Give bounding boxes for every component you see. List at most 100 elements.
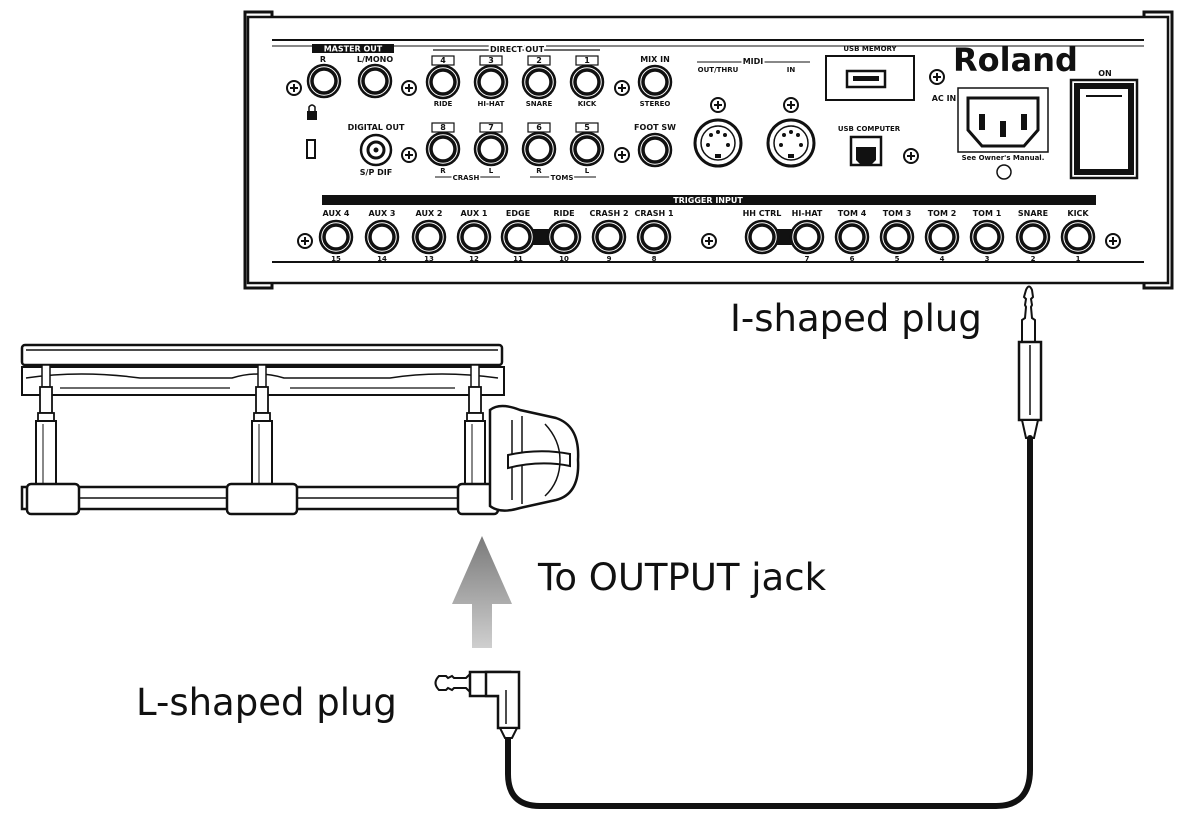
trigger-input-jack	[591, 219, 627, 255]
trigger-input-number: 9	[607, 255, 612, 263]
trigger-input-name: TOM 4	[838, 209, 867, 218]
trigger-input-name: TOM 3	[883, 209, 912, 218]
trigger-input-jack	[456, 219, 492, 255]
direct-out-number: 1	[584, 56, 590, 65]
trigger-input-jack	[834, 219, 870, 255]
trigger-input-name: HI-HAT	[792, 209, 823, 218]
direct-out-jack	[425, 131, 461, 167]
ac-in-label: AC IN	[932, 94, 957, 103]
direct-out-jack	[425, 64, 461, 100]
trigger-input-name: CRASH 1	[634, 209, 673, 218]
foot-sw-label: FOOT SW	[634, 123, 676, 132]
usb-memory-label: USB MEMORY	[843, 45, 897, 53]
trigger-input-number: 15	[331, 255, 341, 263]
brand-logo: Roland	[953, 41, 1078, 79]
foot-sw-jack	[637, 132, 673, 168]
direct-out-number: 8	[440, 123, 446, 132]
direct-out-name: SNARE	[526, 100, 553, 108]
direct-out-label: DIRECT OUT	[490, 45, 545, 54]
direction-arrow	[452, 536, 512, 648]
pad-mount-post	[251, 364, 273, 488]
screw-icon	[701, 233, 717, 249]
direct-out-number: 7	[488, 123, 494, 132]
l-plug-callout: L-shaped plug	[136, 681, 397, 724]
screw-icon	[614, 147, 630, 163]
trigger-input-number: 12	[469, 255, 479, 263]
direct-out-name: RIDE	[434, 100, 453, 108]
trigger-input-name: HH CTRL	[743, 209, 782, 218]
trigger-input-name: AUX 4	[323, 209, 350, 218]
direct-out-number: 3	[488, 56, 494, 65]
toms-group-label: TOMS	[551, 174, 574, 182]
panel-screws	[286, 69, 1121, 249]
trigger-input-number: 13	[424, 255, 434, 263]
trigger-input-jack	[636, 219, 672, 255]
direct-out-name: HI-HAT	[478, 100, 505, 108]
screw-icon	[286, 80, 302, 96]
trigger-input-jack	[364, 219, 400, 255]
direct-out-jack	[521, 64, 557, 100]
midi-out-connector	[693, 118, 743, 168]
output-jack-callout: To OUTPUT jack	[537, 556, 827, 599]
trigger-input-number: 10	[559, 255, 569, 263]
direct-out-jack	[521, 131, 557, 167]
trigger-input-number: 8	[652, 255, 657, 263]
sound-module: MASTER OUT R L/MONO DIRECT OUT DIGITAL O…	[243, 10, 1174, 290]
master-out-l-label: L/MONO	[357, 55, 393, 64]
screw-icon	[903, 148, 919, 164]
master-out-l-jack	[357, 63, 393, 99]
digital-out-label: DIGITAL OUT	[348, 123, 405, 132]
crash-group-label: CRASH	[453, 174, 480, 182]
master-out-label: MASTER OUT	[324, 45, 383, 54]
trigger-input-name: AUX 1	[461, 209, 488, 218]
trigger-input-name: RIDE	[553, 209, 574, 218]
mix-in-label: MIX IN	[640, 55, 670, 64]
direct-out-side: L	[585, 167, 590, 175]
i-shaped-plug	[1017, 285, 1043, 439]
direct-out-number: 5	[584, 123, 590, 132]
mix-in-jack	[637, 64, 673, 100]
screw-icon	[614, 80, 630, 96]
trigger-input-number: 1	[1076, 255, 1081, 263]
direct-out-number: 4	[440, 56, 446, 65]
power-on-label: ON	[1098, 69, 1112, 78]
screw-icon	[710, 97, 726, 113]
trigger-input-jack	[1060, 219, 1096, 255]
trigger-input-jack	[500, 219, 536, 255]
spdif-label: S/P DIF	[360, 168, 392, 177]
trigger-input-name: EDGE	[506, 209, 530, 218]
midi-label: MIDI	[743, 57, 764, 66]
direct-out-side: L	[489, 167, 494, 175]
trigger-input-jack	[924, 219, 960, 255]
trigger-input-number: 3	[985, 255, 990, 263]
midi-out-thru-label: OUT/THRU	[698, 66, 739, 74]
trigger-pad	[20, 343, 580, 516]
cable	[505, 435, 1033, 809]
screw-icon	[297, 233, 313, 249]
screw-icon	[929, 69, 945, 85]
master-out-r-jack	[306, 63, 342, 99]
trigger-input-jack	[969, 219, 1005, 255]
pad-mount-post	[464, 364, 486, 488]
trigger-input-jack	[1015, 219, 1051, 255]
trigger-input-number: 4	[940, 255, 945, 263]
direct-out-jack	[569, 64, 605, 100]
direct-out-number: 2	[536, 56, 542, 65]
trigger-input-jack	[744, 219, 780, 255]
security-slot	[306, 139, 316, 159]
trigger-input-jack	[789, 219, 825, 255]
trigger-input-jack	[546, 219, 582, 255]
trigger-input-number: 11	[513, 255, 523, 263]
trigger-input-name: AUX 2	[416, 209, 443, 218]
trigger-input-label: TRIGGER INPUT	[673, 196, 743, 205]
usb-computer-label: USB COMPUTER	[838, 125, 901, 133]
l-shaped-plug	[434, 670, 521, 739]
pad-mount-post	[35, 364, 57, 488]
direct-out-jack	[569, 131, 605, 167]
direct-out-jack	[473, 64, 509, 100]
trigger-input-name: SNARE	[1018, 209, 1048, 218]
trigger-input-name: TOM 1	[973, 209, 1002, 218]
